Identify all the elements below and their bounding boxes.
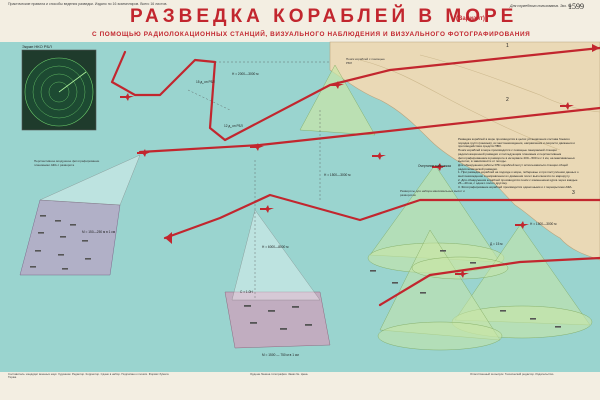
shoreline-label: Очертание побережья (418, 164, 452, 168)
radar-search-cone (299, 64, 376, 136)
step: 3. Фотографирование кораблей производитс… (458, 185, 573, 190)
top-note: Практические правила и способы ведения р… (8, 2, 168, 6)
altitude-label: Н = 2000—3000 м (232, 72, 259, 76)
paragraph: Разведка кораблей в море производится в … (458, 137, 575, 149)
photo-zone-perspective (19, 199, 121, 276)
footer-left: Составитель: кандидат военных наук. Худо… (8, 372, 170, 380)
route-number: 3 (572, 190, 575, 196)
turns-label: Развороты для набора максимальных высот … (400, 189, 465, 197)
coast-relief (359, 59, 561, 151)
range-label: 15 д_оп РБЛ (196, 80, 215, 84)
aircraft (120, 81, 574, 278)
guide-lines (187, 61, 330, 300)
radar-search-label: Поиск кораблей с помощью РБЛ (346, 57, 385, 65)
coastline-land (329, 41, 600, 261)
photo-beam (231, 209, 321, 301)
altitude-label: Н = 6000—8000 м (262, 245, 289, 249)
ship-group (30, 215, 561, 330)
sheet-label: Для служебного пользования. Экз. № (510, 4, 572, 8)
footer-right: Ответственный за выпуск. Технический ред… (470, 372, 555, 376)
strip-label: С = 1.0Н (240, 290, 253, 294)
title-variant: (Вариант) (456, 16, 485, 22)
radar-label: Экран НКО РБЛ (22, 44, 52, 49)
sheet-number: 1599 (568, 2, 584, 11)
route-number: 2 (506, 97, 509, 103)
paragraph: Поиск кораблей в море производится с пом… (458, 148, 575, 164)
route-arrow (592, 44, 600, 52)
footer-center: Ордена Ленина типография. Заказ №. Цена. (250, 372, 309, 376)
route-number: 1 (506, 43, 509, 49)
coverage-ellipse (411, 256, 509, 280)
radar-sweep (58, 71, 87, 93)
step: 1. При разведке кораблей на подходе к мо… (458, 170, 579, 179)
route-arrow (165, 232, 172, 244)
description-text: Разведка кораблей в море производится в … (458, 137, 580, 190)
photo-beam (39, 154, 141, 206)
page-title: РАЗВЕДКА КОРАБЛЕЙ В МОРЕ (130, 6, 518, 27)
altitude-label: Н = 1500—3000 м (530, 222, 557, 226)
range-label: 12 д_оп РБЛ (224, 124, 243, 128)
page-subtitle: С ПОМОЩЬЮ РАДИОЛОКАЦИОННЫХ СТАНЦИЙ, ВИЗУ… (92, 31, 531, 38)
photo-method-label: Перспективное воздушное фотографирование… (34, 159, 100, 167)
coverage-ellipse (377, 321, 503, 351)
distance-label: Д = 15 м (490, 242, 503, 246)
step: 2. Для обнаружения кораблей производится… (458, 177, 578, 186)
scale-label: М = 1500 — 750 м в 1 см (262, 353, 299, 357)
scale-label: М = 150—250 м в 1 см (82, 230, 116, 234)
altitude-label: Н = 1500—3000 м (324, 173, 351, 177)
photo-zone-plan (224, 291, 331, 349)
paragraph: Для обнаружения работы РЛС кораблей могу… (458, 162, 568, 171)
